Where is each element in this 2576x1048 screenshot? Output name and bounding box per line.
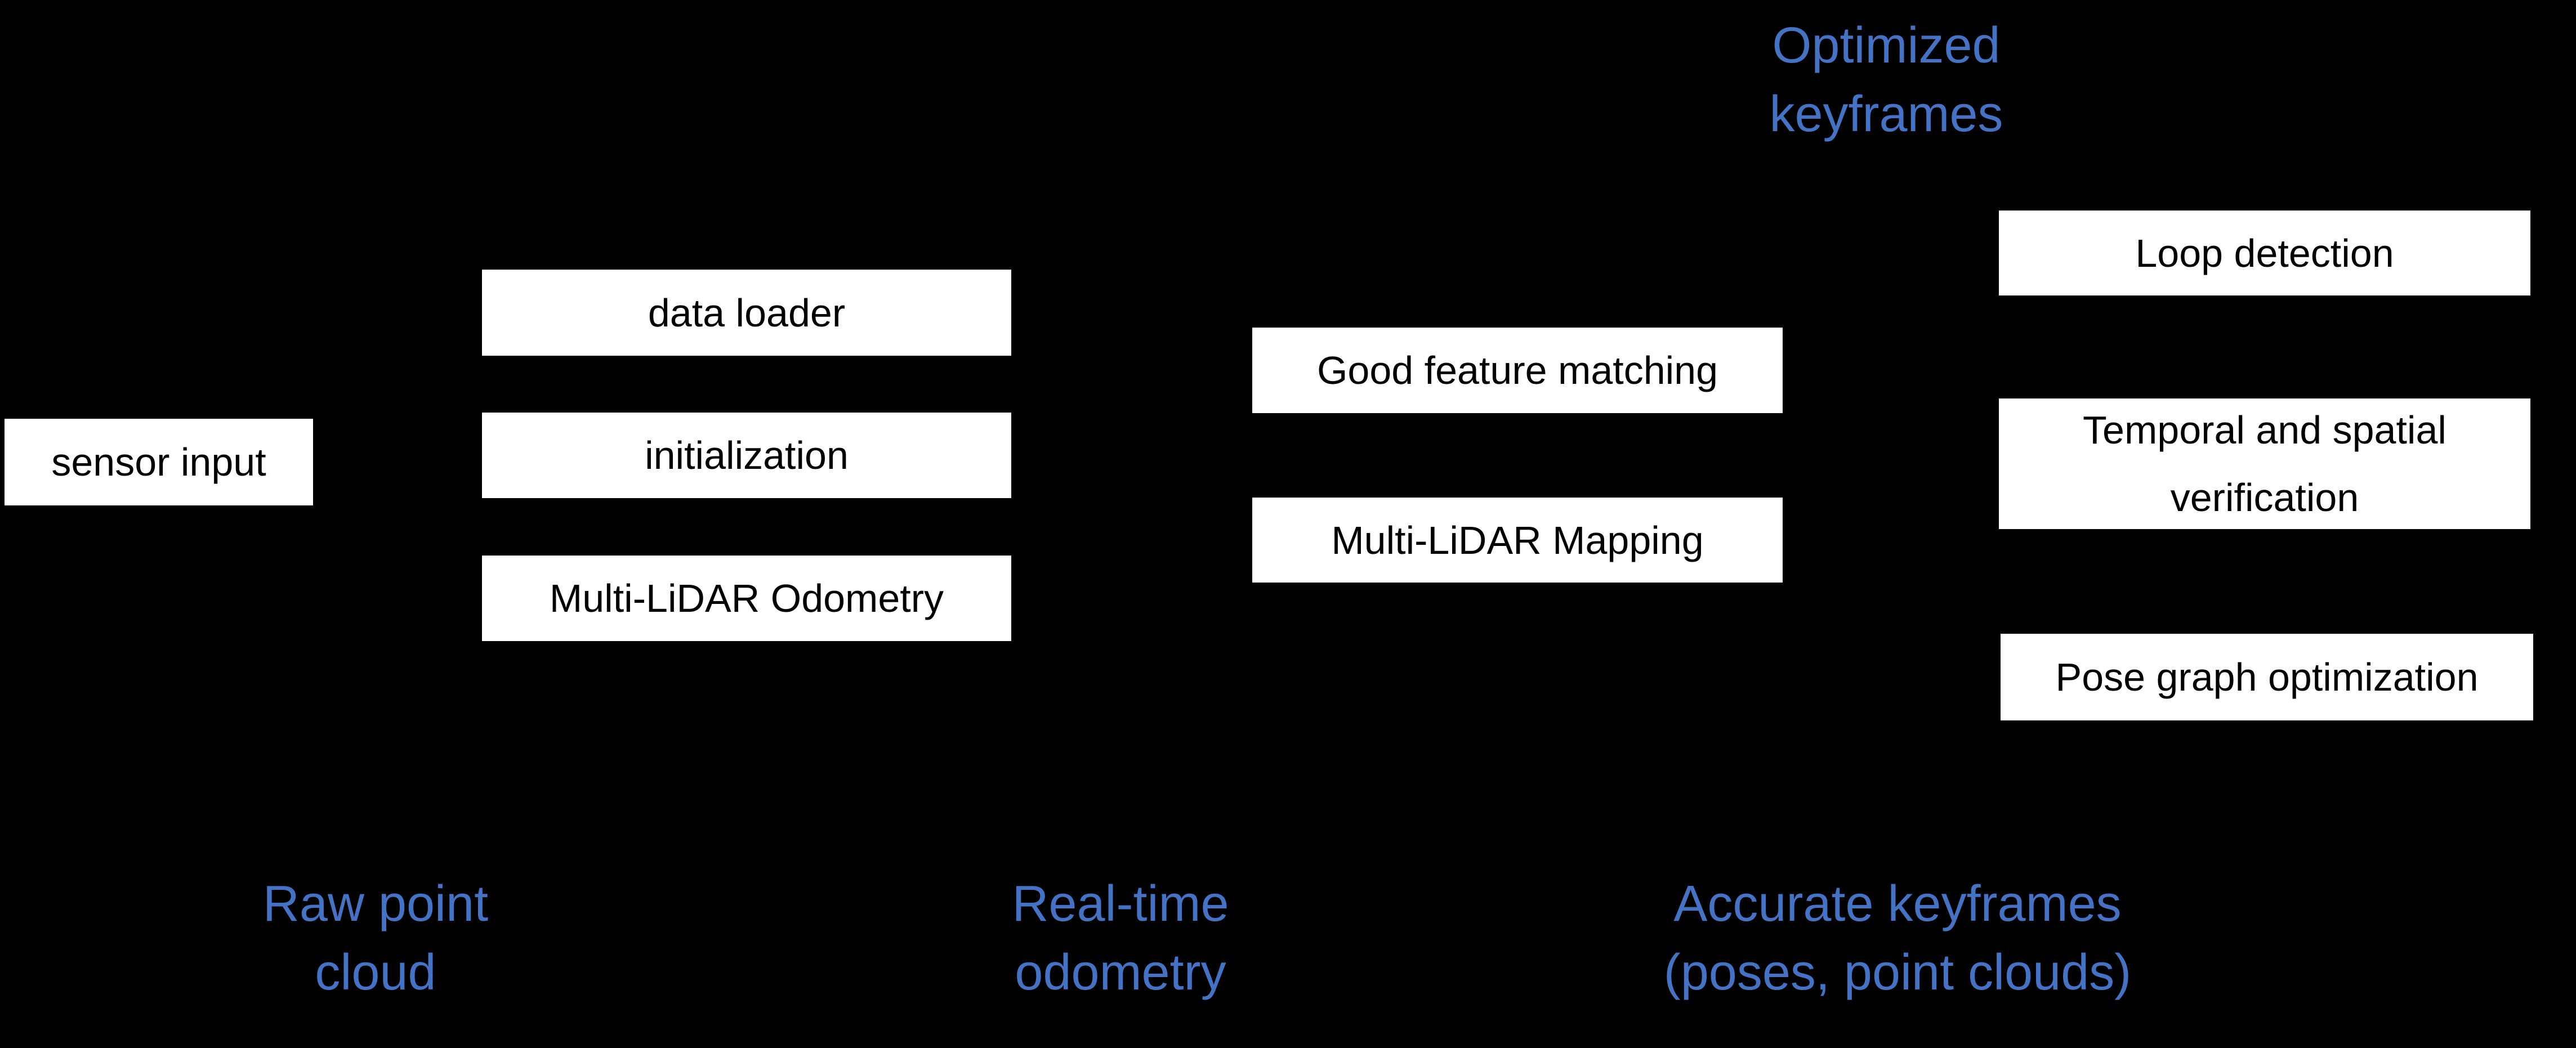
box-pose-graph-optimization: Pose graph optimization [2001,634,2533,720]
caption-optimized-keyframes: Optimized keyframes [1661,11,2111,149]
caption-raw-point-cloud: Raw point cloud [150,870,601,1007]
caption-line: Real-time [1012,876,1229,932]
caption-line: Accurate keyframes [1673,876,2122,932]
box-data-loader: data loader [482,270,1011,356]
caption-real-time-odometry: Real-time odometry [895,870,1346,1007]
caption-line: (poses, point clouds) [1663,944,2132,1001]
caption-line: keyframes [1769,86,2003,142]
box-sensor-input: sensor input [5,419,313,505]
box-good-feature-matching: Good feature matching [1252,328,1783,413]
box-loop-detection: Loop detection [1999,211,2530,295]
box-temporal-spatial-verification: Temporal and spatial verification [1999,398,2530,529]
box-multi-lidar-odometry: Multi-LiDAR Odometry [482,556,1011,641]
caption-line: odometry [1015,944,1226,1001]
caption-line: Optimized [1772,17,2001,74]
box-initialization: initialization [482,413,1011,498]
caption-accurate-keyframes: Accurate keyframes (poses, point clouds) [1616,870,2179,1007]
box-multi-lidar-mapping: Multi-LiDAR Mapping [1252,498,1783,583]
caption-line: cloud [315,944,436,1001]
caption-line: Raw point [262,876,489,932]
